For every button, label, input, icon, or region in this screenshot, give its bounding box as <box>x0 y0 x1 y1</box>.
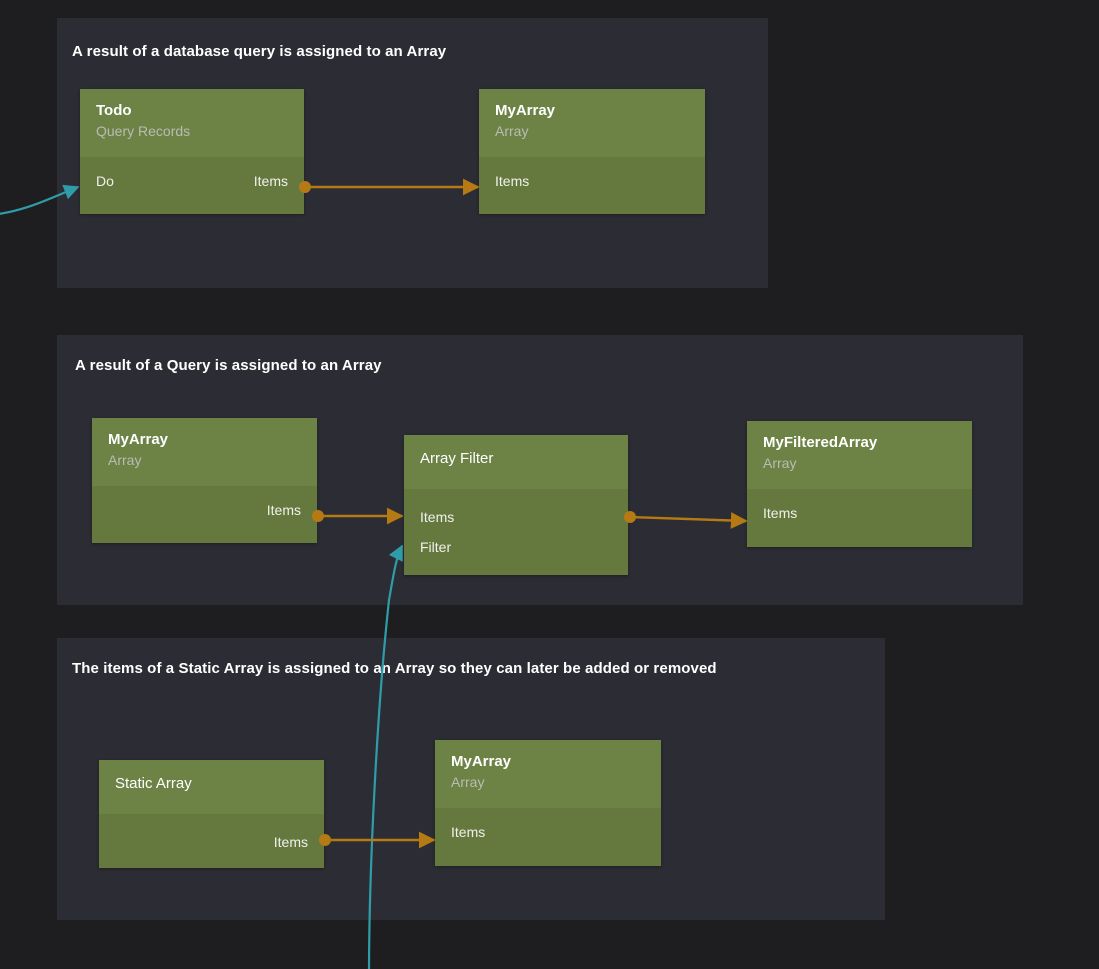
port-row[interactable]: Items <box>747 500 972 526</box>
node-body: Items <box>99 814 324 868</box>
node-header: MyArray Array <box>92 418 317 486</box>
node-header: Array Filter <box>404 435 628 489</box>
node-static-array[interactable]: Static Array Items <box>99 760 324 868</box>
input-port-label-items[interactable]: Items <box>420 509 455 525</box>
node-title: MyArray <box>108 431 169 448</box>
node-array-filter[interactable]: Array Filter Items Filter <box>404 435 628 575</box>
node-title: MyArray <box>451 753 512 770</box>
node-body: Do Items <box>80 157 304 214</box>
node-body: Items Filter <box>404 489 628 575</box>
node-myarray[interactable]: MyArray Array Items <box>479 89 705 214</box>
node-body: Items <box>479 157 705 214</box>
node-subtitle: Array <box>108 452 142 468</box>
node-header: MyFilteredArray Array <box>747 421 972 489</box>
node-header: MyArray Array <box>479 89 705 157</box>
node-title: MyArray <box>495 102 556 119</box>
output-port-label-items[interactable]: Items <box>253 173 288 189</box>
port-row[interactable]: Filter <box>404 534 628 560</box>
node-body: Items <box>92 486 317 543</box>
group-panel-title: A result of a database query is assigned… <box>72 43 447 60</box>
output-port-label-items[interactable]: Items <box>266 502 301 518</box>
port-row[interactable]: Items <box>99 829 324 855</box>
port-row[interactable]: Do Items <box>80 168 304 194</box>
node-header: Todo Query Records <box>80 89 304 157</box>
port-row[interactable]: Items <box>435 819 661 845</box>
group-panel-title: A result of a Query is assigned to an Ar… <box>75 357 382 374</box>
input-port-label-items[interactable]: Items <box>451 824 486 840</box>
port-row[interactable]: Items <box>479 168 705 194</box>
node-subtitle: Query Records <box>96 123 191 139</box>
node-header: Static Array <box>99 760 324 814</box>
input-port-label-items[interactable]: Items <box>763 505 798 521</box>
node-todo[interactable]: Todo Query Records Do Items <box>80 89 304 214</box>
port-row[interactable]: Items <box>92 497 317 523</box>
node-myfilteredarray[interactable]: MyFilteredArray Array Items <box>747 421 972 547</box>
node-myarray[interactable]: MyArray Array Items <box>92 418 317 543</box>
input-port-label-items[interactable]: Items <box>495 173 530 189</box>
input-port-label-filter[interactable]: Filter <box>420 539 452 555</box>
output-port-label-items[interactable]: Items <box>273 834 308 850</box>
node-body: Items <box>747 489 972 547</box>
group-panel-title: The items of a Static Array is assigned … <box>72 660 717 677</box>
node-myarray[interactable]: MyArray Array Items <box>435 740 661 866</box>
node-subtitle: Array <box>763 455 797 471</box>
input-port-label-do[interactable]: Do <box>96 173 114 189</box>
node-title: Array Filter <box>420 450 494 467</box>
node-title: Todo <box>96 102 132 119</box>
port-row[interactable]: Items <box>404 504 628 530</box>
node-body: Items <box>435 808 661 866</box>
node-header: MyArray Array <box>435 740 661 808</box>
node-subtitle: Array <box>451 774 485 790</box>
node-title: MyFilteredArray <box>763 434 878 451</box>
node-subtitle: Array <box>495 123 529 139</box>
node-title: Static Array <box>115 775 192 792</box>
